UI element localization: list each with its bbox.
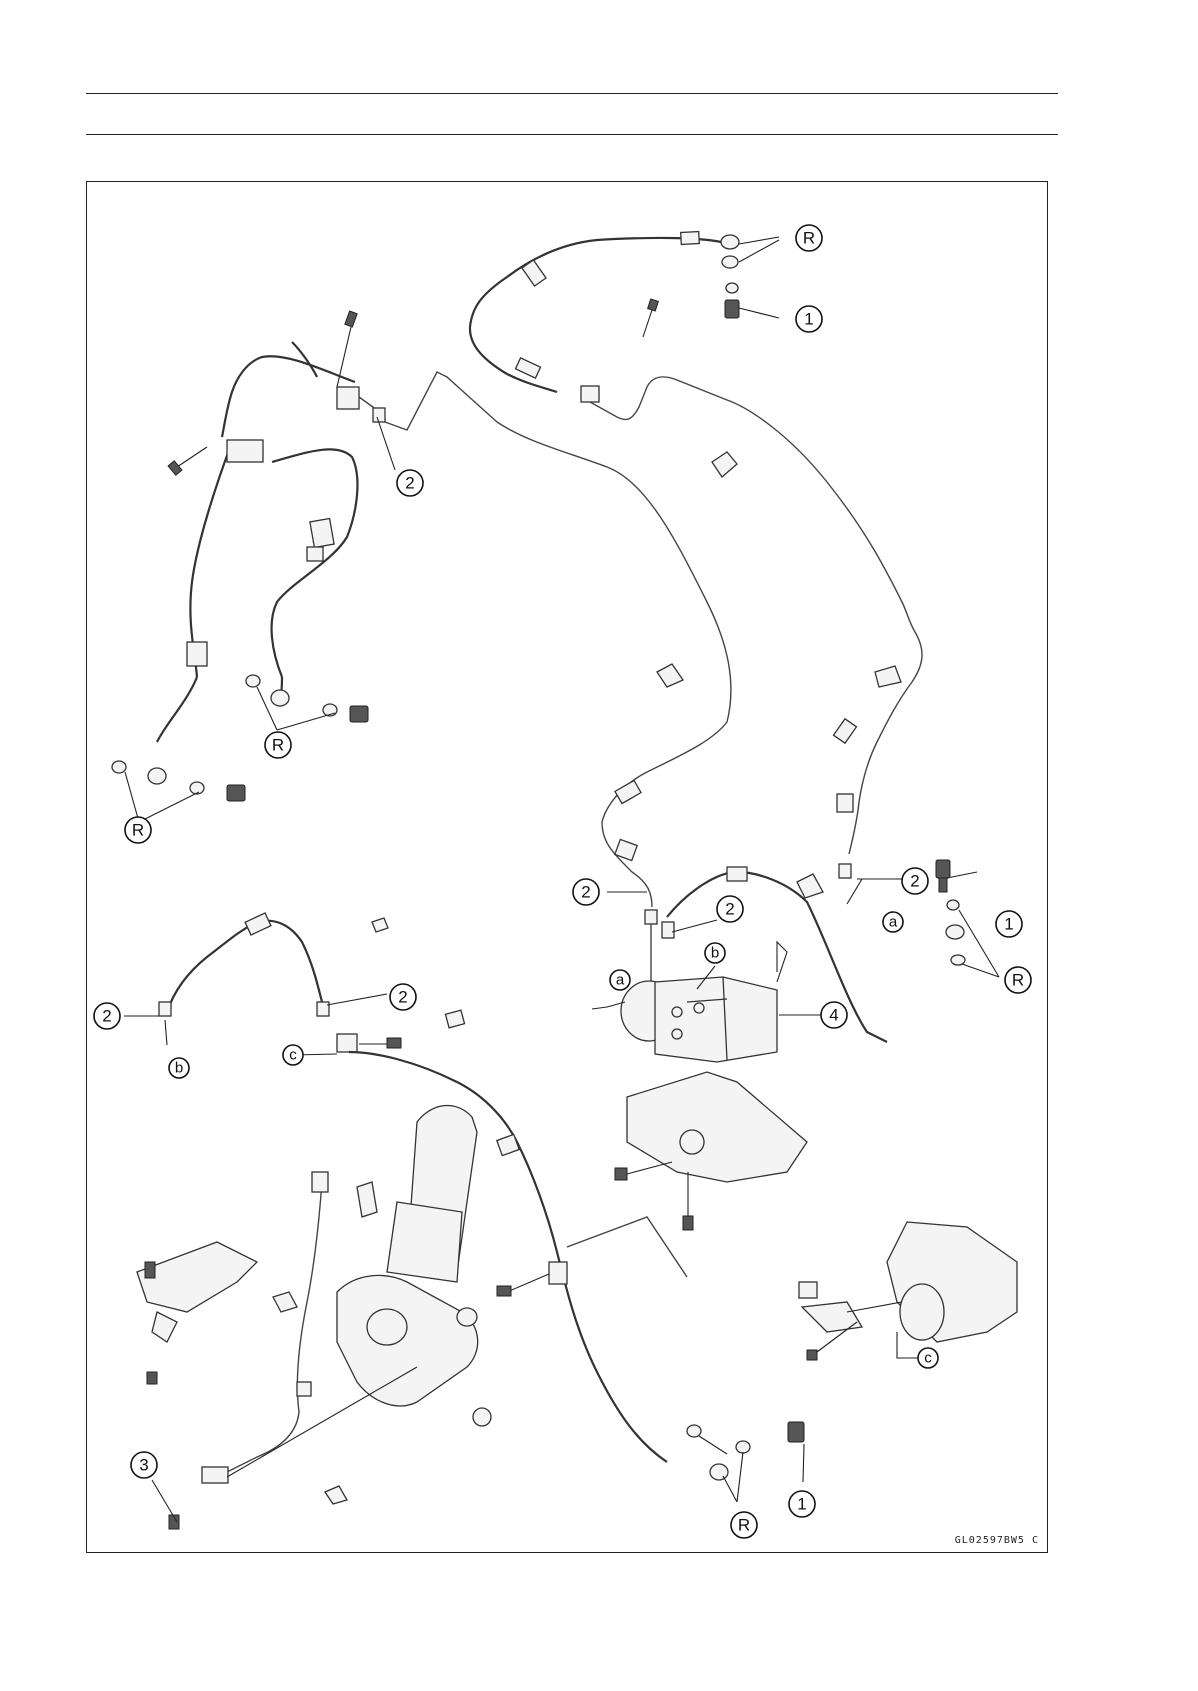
brake-line-exploded-diagram: R 1 2 R R 2 2 2 a 1 b R a 4 2 b 2 c c 3 … — [86, 181, 1048, 1553]
upper-right-brake-hose — [470, 232, 922, 878]
svg-text:2: 2 — [102, 1007, 111, 1026]
callout-c11: b — [705, 943, 725, 963]
callout-c9: a — [883, 912, 903, 932]
callout-c2: 1 — [796, 306, 822, 332]
callouts: R 1 2 R R 2 2 2 a 1 b R a 4 2 b 2 c c 3 … — [94, 225, 1031, 1538]
upper-left-brake-hose — [157, 311, 887, 1042]
callout-c21: 1 — [789, 1491, 815, 1517]
svg-text:2: 2 — [725, 900, 734, 919]
callout-c14: 4 — [821, 1002, 847, 1028]
svg-text:R: R — [1012, 971, 1024, 990]
callout-c20: 3 — [131, 1452, 157, 1478]
callout-c3: 2 — [397, 470, 423, 496]
callout-c19: c — [918, 1348, 938, 1368]
callout-c18: c — [283, 1045, 303, 1065]
svg-text:b: b — [711, 945, 719, 962]
svg-text:R: R — [803, 229, 815, 248]
callout-c1: R — [796, 225, 822, 251]
abs-hydraulic-unit — [621, 942, 787, 1062]
svg-text:4: 4 — [829, 1006, 838, 1025]
callout-c16: b — [169, 1058, 189, 1078]
svg-text:1: 1 — [797, 1495, 806, 1514]
svg-text:R: R — [738, 1516, 750, 1535]
svg-text:2: 2 — [398, 988, 407, 1007]
callout-c13: a — [610, 970, 630, 990]
upper-left-hose-clamp — [227, 440, 263, 462]
abs-bracket — [615, 1072, 807, 1230]
svg-text:c: c — [289, 1047, 297, 1064]
svg-text:2: 2 — [581, 883, 590, 902]
svg-text:a: a — [616, 972, 625, 989]
lower-hose-clamp — [337, 1034, 357, 1052]
svg-text:2: 2 — [405, 474, 414, 493]
svg-text:a: a — [889, 914, 898, 931]
svg-text:1: 1 — [804, 310, 813, 329]
svg-text:2: 2 — [910, 872, 919, 891]
figure-code: GL02597BW5 C — [955, 1535, 1039, 1546]
wheel-sensor — [202, 1467, 228, 1483]
callout-c5: R — [125, 817, 151, 843]
header-rule-top — [86, 93, 1058, 94]
right-frame-bracket — [802, 1222, 1017, 1360]
svg-text:b: b — [175, 1060, 183, 1077]
callout-c15: 2 — [94, 1003, 120, 1029]
leader-lines — [124, 237, 999, 1522]
front-fork-and-caliper — [137, 1106, 491, 1529]
svg-text:c: c — [924, 1350, 932, 1367]
callout-c12: R — [1005, 967, 1031, 993]
callout-c7: 2 — [717, 896, 743, 922]
svg-text:1: 1 — [1004, 915, 1013, 934]
svg-text:R: R — [132, 821, 144, 840]
diagram-drawing: R 1 2 R R 2 2 2 a 1 b R a 4 2 b 2 c c 3 … — [87, 182, 1047, 1552]
callout-c10: 1 — [996, 911, 1022, 937]
callout-c4: R — [265, 732, 291, 758]
svg-text:3: 3 — [139, 1456, 148, 1475]
callout-c17: 2 — [390, 984, 416, 1010]
callout-c22: R — [731, 1512, 757, 1538]
upper-right-hose-clamp — [581, 386, 599, 402]
callout-c8: 2 — [902, 868, 928, 894]
svg-text:R: R — [272, 736, 284, 755]
callout-c6: 2 — [573, 879, 599, 905]
header-rule-bottom — [86, 134, 1058, 135]
